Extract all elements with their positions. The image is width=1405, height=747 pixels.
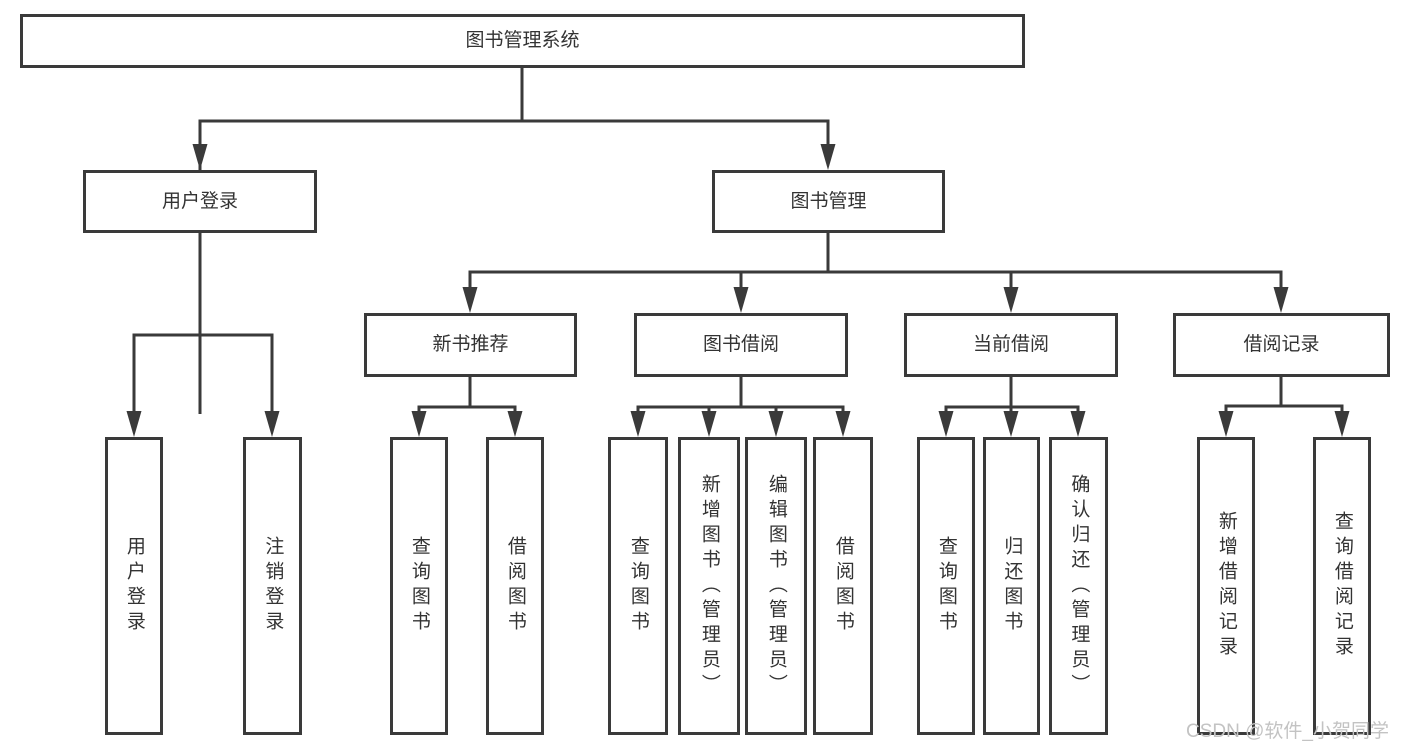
leaf-add-borrow-record: 新增借阅记录 bbox=[1197, 437, 1255, 735]
leaf-borrow-books-recommend: 借阅图书 bbox=[486, 437, 544, 735]
csdn-watermark: CSDN @软件_小贺同学 bbox=[1186, 721, 1389, 742]
leaf-edit-books-admin: 编辑图书（管理员） bbox=[745, 437, 807, 735]
node-user-login: 用户登录 bbox=[83, 170, 317, 233]
node-library-management-system: 图书管理系统 bbox=[20, 14, 1025, 68]
leaf-borrow-books: 借阅图书 bbox=[813, 437, 873, 735]
leaf-query-books-recommend: 查询图书 bbox=[390, 437, 448, 735]
node-borrowing-records: 借阅记录 bbox=[1173, 313, 1390, 377]
node-book-management: 图书管理 bbox=[712, 170, 945, 233]
node-new-book-recommendation: 新书推荐 bbox=[364, 313, 577, 377]
leaf-confirm-return-admin: 确认归还（管理员） bbox=[1049, 437, 1108, 735]
leaf-return-books: 归还图书 bbox=[983, 437, 1040, 735]
node-book-borrowing: 图书借阅 bbox=[634, 313, 848, 377]
leaf-query-books-borrowing: 查询图书 bbox=[608, 437, 668, 735]
leaf-logout: 注销登录 bbox=[243, 437, 302, 735]
leaf-query-books-current: 查询图书 bbox=[917, 437, 975, 735]
node-current-borrowing: 当前借阅 bbox=[904, 313, 1118, 377]
leaf-add-books-admin: 新增图书（管理员） bbox=[678, 437, 740, 735]
leaf-user-login: 用户登录 bbox=[105, 437, 163, 735]
leaf-query-borrow-record: 查询借阅记录 bbox=[1313, 437, 1371, 735]
